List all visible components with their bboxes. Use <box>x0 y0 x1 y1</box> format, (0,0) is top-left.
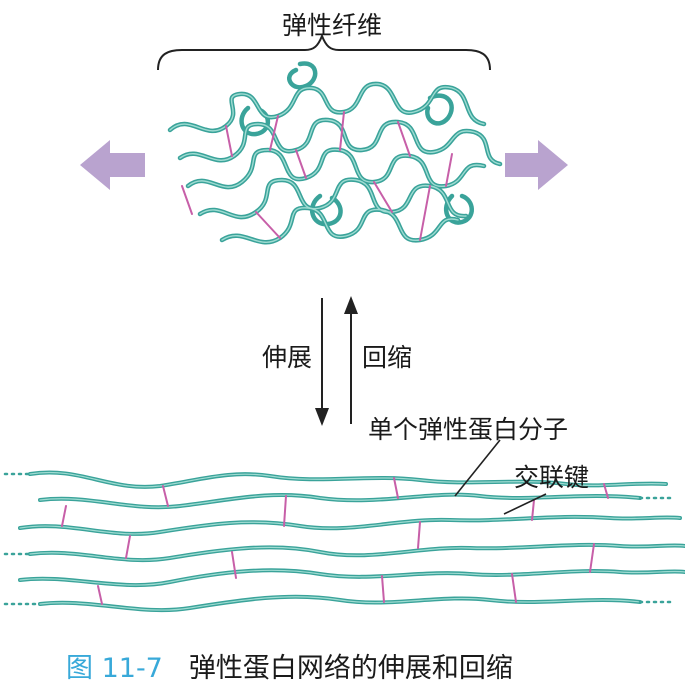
stretch-label: 伸展 <box>262 343 313 372</box>
right-stretch-arrow <box>505 140 568 190</box>
recoil-label: 回缩 <box>362 343 413 372</box>
relaxed-elastin-network <box>167 61 503 245</box>
top-brace <box>157 33 491 71</box>
recoil-up-arrow <box>344 296 358 424</box>
left-stretch-arrow <box>80 140 145 190</box>
crosslink-label: 交联键 <box>514 463 590 492</box>
caption-text: 弹性蛋白网络的伸展和回缩 <box>188 653 513 684</box>
stretch-down-arrow <box>315 298 329 426</box>
figure-caption: 图 11-7 弹性蛋白网络的伸展和回缩 <box>66 646 513 685</box>
single-molecule-leader <box>454 439 501 497</box>
elastic-fiber-label: 弹性纤维 <box>282 11 383 40</box>
caption-number: 图 11-7 <box>66 653 163 684</box>
stretched-elastin-network <box>3 470 685 613</box>
crosslink-leader <box>503 493 547 515</box>
single-molecule-label: 单个弹性蛋白分子 <box>368 415 569 444</box>
